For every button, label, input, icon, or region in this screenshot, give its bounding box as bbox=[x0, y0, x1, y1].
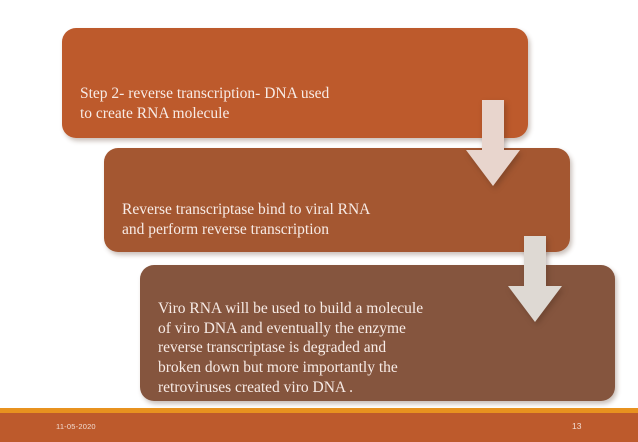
down-arrow-icon bbox=[466, 100, 520, 186]
process-box-reverse-transcriptase-binding-text: Reverse transcriptase bind to viral RNA … bbox=[122, 200, 371, 238]
footer-band bbox=[0, 413, 638, 442]
process-box-step-2[interactable]: Step 2- reverse transcription- DNA used … bbox=[62, 28, 528, 138]
process-box-viro-dna-synthesis-text: Viro RNA will be used to build a molecul… bbox=[158, 299, 424, 397]
footer-accent-stripe bbox=[0, 408, 638, 413]
process-box-step-2-text: Step 2- reverse transcription- DNA used … bbox=[80, 84, 330, 122]
footer-slide-number: 13 bbox=[572, 421, 582, 431]
down-arrow-icon bbox=[508, 236, 562, 322]
footer-date: 11-05-2020 bbox=[56, 422, 96, 431]
